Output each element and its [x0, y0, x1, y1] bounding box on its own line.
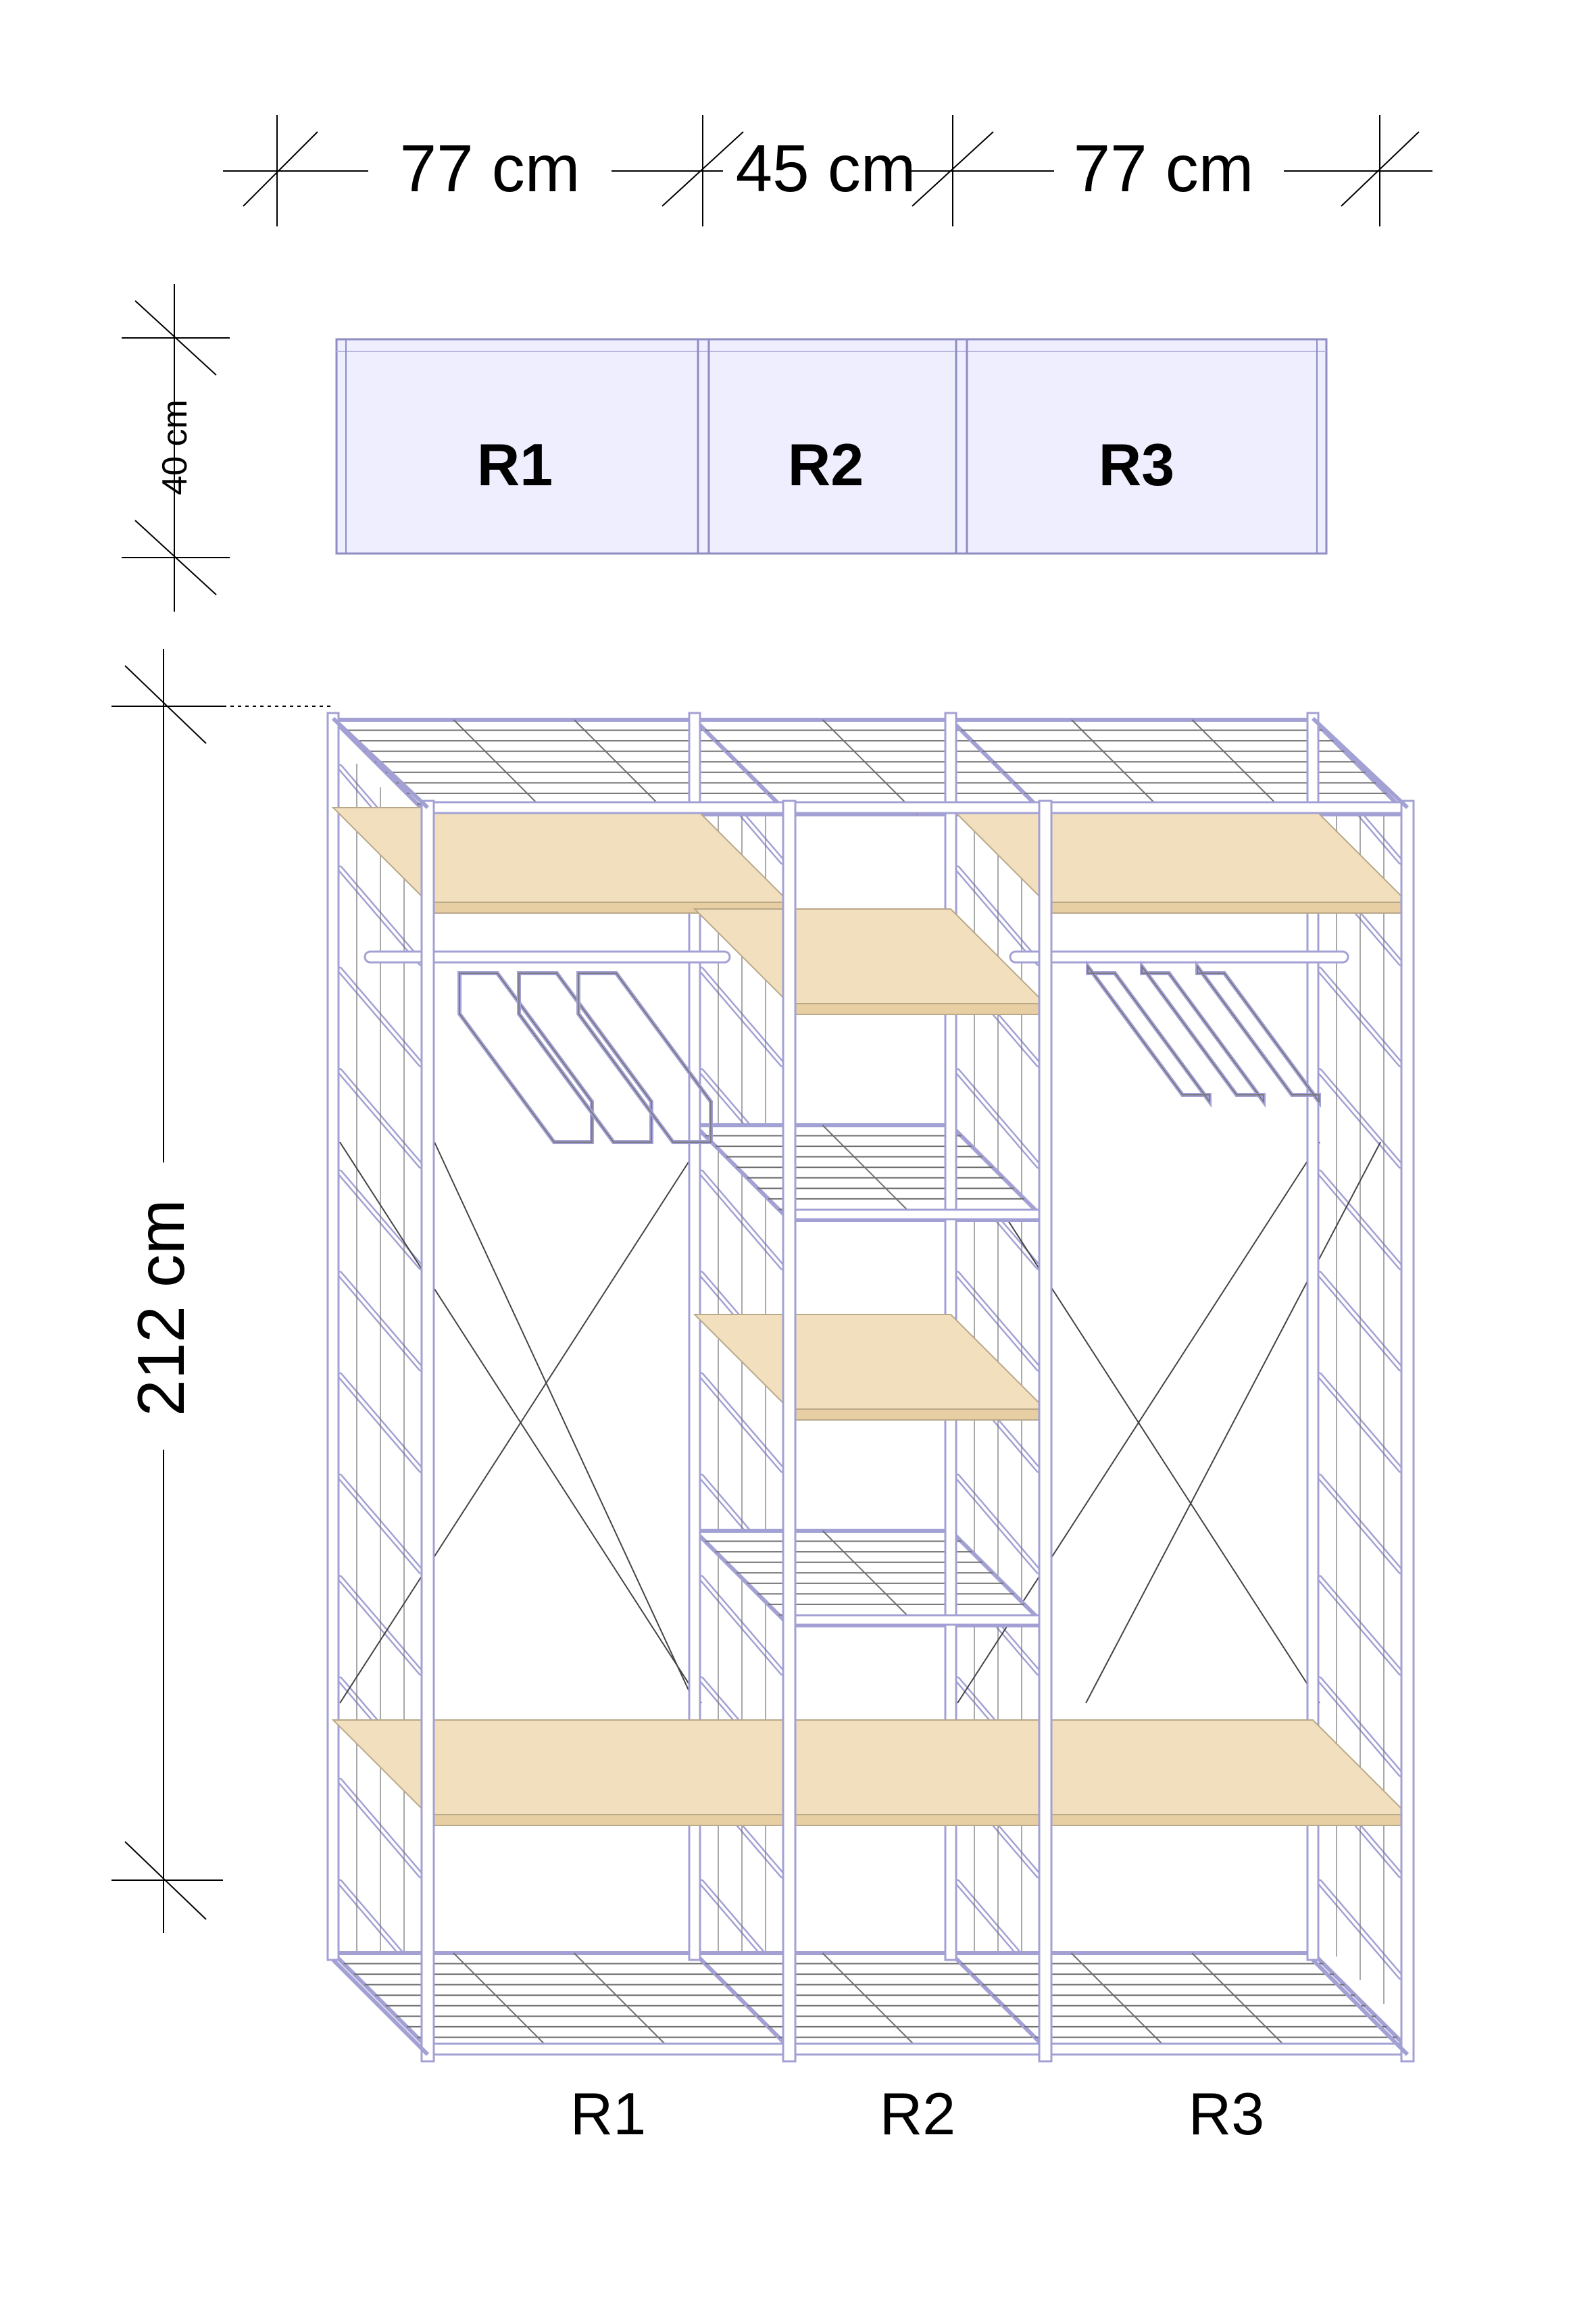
back-post — [688, 712, 701, 1961]
dimension-tick — [1341, 115, 1420, 226]
bottom-wire-shelf-cross-wire — [573, 1952, 670, 2048]
height-label: 212 cm — [124, 1199, 198, 1416]
top-wire-shelf-cross-wire — [822, 719, 918, 815]
cross-brace — [434, 1141, 695, 1704]
hanging-rail-r1 — [364, 950, 731, 964]
cross-brace — [1085, 1141, 1381, 1704]
hanging-rail-r3 — [1009, 950, 1349, 964]
wood-shelf-long-bottom — [331, 1719, 1410, 1815]
wood-shelf-r3-top — [949, 807, 1410, 903]
cross-brace — [957, 1141, 1320, 1704]
plan-label-r1: R1 — [477, 431, 553, 498]
height-dimension-line — [111, 649, 331, 1933]
mid-wire-shelf-cross-wire — [822, 1125, 918, 1221]
front-post — [1400, 800, 1415, 2063]
bottom-wire-shelf-cross-wire — [453, 1952, 549, 2048]
wood-shelf-r2-edge — [789, 1408, 1046, 1421]
front-post — [782, 800, 797, 2063]
hanger-icon-inner — [1141, 964, 1264, 1104]
front-post — [420, 800, 435, 2063]
plan-label-r2: R2 — [788, 431, 864, 498]
module-label-r1: R1 — [570, 2080, 647, 2147]
front-post — [1038, 800, 1053, 2063]
hanger-icon-inner — [518, 973, 652, 1143]
hanger-icon-inner — [578, 973, 712, 1143]
hanger-icon-inner — [459, 973, 593, 1143]
cross-brace — [339, 1141, 702, 1704]
module-label-r2: R2 — [880, 2080, 956, 2147]
r2-front-rail — [788, 1614, 1047, 1626]
wood-shelf-r1-top — [331, 807, 791, 903]
side-top-edge — [331, 716, 430, 810]
top-wire-shelf-cross-wire — [1191, 719, 1288, 815]
back-post — [326, 712, 340, 1961]
width-label-r1: 77 cm — [400, 131, 580, 205]
wood-shelf-long-bottom-edge — [427, 1814, 1408, 1826]
top-wire-shelf-cross-wire — [1070, 719, 1167, 815]
module-label-r3: R3 — [1189, 2080, 1265, 2147]
bottom-wire-shelf-cross-wire — [822, 1952, 918, 2048]
hanger-icon-inner — [1197, 964, 1320, 1104]
depth-label: 40 cm — [155, 399, 195, 495]
hanger-icon — [517, 971, 653, 1144]
dimension-tick — [662, 115, 744, 226]
dimension-tick — [912, 115, 994, 226]
front-top-rail — [426, 801, 1409, 814]
r2-front-rail — [788, 1208, 1047, 1221]
bottom-wire-shelf-cross-wire — [1070, 1952, 1167, 2048]
wood-shelf-r2 — [693, 1314, 1047, 1410]
side-bottom-edge — [331, 1958, 430, 2057]
top-wire-shelf-cross-wire — [453, 719, 549, 815]
bottom-wire-shelf-cross-wire — [1191, 1952, 1288, 2048]
mid-wire-shelf-cross-wire — [822, 1530, 918, 1626]
wood-shelf-r2-edge — [789, 1003, 1046, 1015]
plan-label-r3: R3 — [1099, 431, 1175, 498]
width-label-r3: 77 cm — [1074, 131, 1254, 205]
dimension-tick — [243, 115, 318, 226]
plan-outline — [335, 338, 1328, 555]
top-wire-shelf-cross-wire — [573, 719, 670, 815]
width-label-r2: 45 cm — [736, 131, 916, 205]
depth-dimension-line — [122, 284, 230, 612]
side-bottom-edge — [1311, 1958, 1410, 2057]
side-top-edge — [1311, 716, 1410, 810]
wood-shelf-r2 — [693, 908, 1047, 1004]
wardrobe-elevation — [326, 712, 1415, 2063]
plan-view: R1 R2 R3 — [335, 338, 1328, 555]
wood-shelf-r3-top-edge — [1045, 902, 1408, 914]
width-dimension-line — [223, 115, 1432, 226]
hanger-icon — [457, 971, 594, 1144]
front-bottom-rail — [426, 2042, 1409, 2056]
hanger-icon-inner — [1087, 964, 1210, 1104]
